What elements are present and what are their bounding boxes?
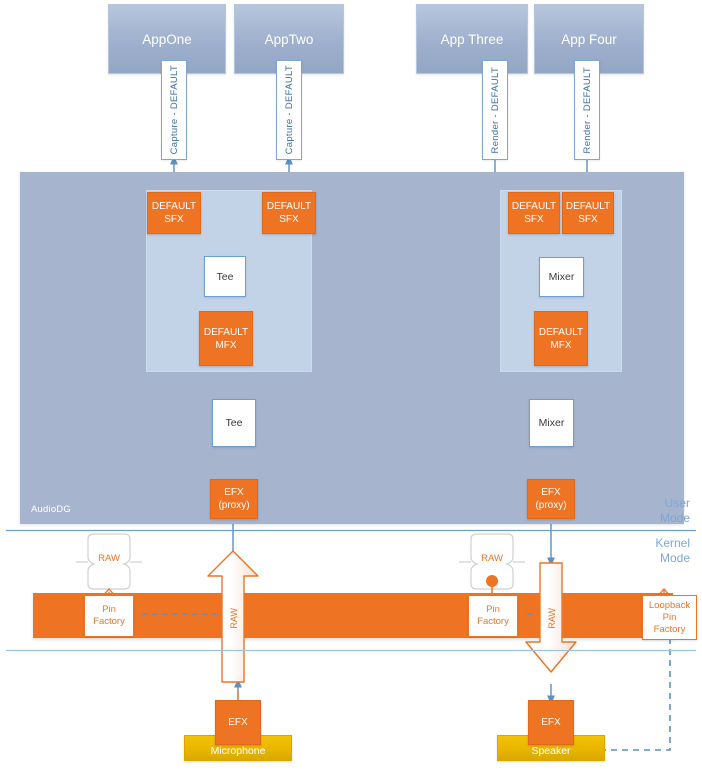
user-mode-line-1: User [664,496,690,510]
render-raw-endpoint-dot [486,575,498,587]
node-label: Mixer [538,417,565,429]
capture-default-sfx-right[interactable]: DEFAULT SFX [262,192,316,234]
pin-strip-label: Capture - DEFAULT [168,65,180,155]
fx-line-2: SFX [524,214,544,225]
loopback-line-2: Pin [662,611,677,623]
fx-line-1: DEFAULT [538,326,584,338]
fx-line-2: SFX [279,214,299,225]
kernel-mode-label: Kernel Mode [614,536,690,566]
pin-factory-line-1: Pin [102,604,116,615]
capture-tee-lower[interactable]: Tee [212,399,256,447]
fx-line-2: SFX [578,214,598,225]
pin-factory-line-2: Factory [477,616,509,627]
fx-line-1: DEFAULT [266,201,312,212]
fx-line-1: EFX [541,717,561,728]
fx-line-1: EFX [228,717,248,728]
render-default-sfx-left[interactable]: DEFAULT SFX [508,192,560,234]
pin-factory-render[interactable]: Pin Factory [468,595,518,637]
microphone-efx[interactable]: EFX [215,700,261,745]
raw-arrow-render-label-wrap: RAW [544,598,560,638]
user-mode-label: User Mode [614,496,690,526]
raw-node-render-label: RAW [481,553,503,564]
pin-factory-capture[interactable]: Pin Factory [84,595,134,637]
loopback-line-1: Loopback [648,599,691,611]
node-label: Tee [216,270,234,283]
pin-strip-label: Render - DEFAULT [581,66,593,154]
raw-arrow-render-label: RAW [547,607,557,629]
pin-strip-label: Render - DEFAULT [489,66,501,154]
capture-default-mfx[interactable]: DEFAULT MFX [199,311,253,366]
speaker-efx[interactable]: EFX [528,700,574,745]
fx-line-1: EFX [224,487,244,498]
fx-line-2: MFX [215,339,237,351]
raw-node-capture-label: RAW [98,553,120,564]
pin-strip-render-default-2[interactable]: Render - DEFAULT [574,60,600,160]
capture-efx-proxy[interactable]: EFX (proxy) [210,479,258,519]
render-mixer-upper[interactable]: Mixer [539,257,584,297]
user-mode-line-2: Mode [659,511,690,525]
app-label: AppTwo [264,31,314,47]
fx-line-1: DEFAULT [565,201,611,212]
app-box-app-three[interactable]: App Three [416,4,528,74]
render-efx-proxy[interactable]: EFX (proxy) [527,479,575,519]
capture-default-sfx-left[interactable]: DEFAULT SFX [147,192,201,234]
fx-line-2: (proxy) [218,500,250,511]
pin-factory-line-1: Pin [486,604,500,615]
pin-factory-line-2: Factory [93,616,125,627]
pin-strip-render-default-1[interactable]: Render - DEFAULT [482,60,508,160]
app-label: AppOne [142,31,192,47]
render-default-mfx[interactable]: DEFAULT MFX [534,311,588,366]
render-default-sfx-right[interactable]: DEFAULT SFX [562,192,614,234]
fx-line-2: MFX [550,339,572,351]
audiodg-label: AudioDG [31,504,71,515]
fx-line-2: (proxy) [535,500,567,511]
render-mixer-lower[interactable]: Mixer [529,399,574,447]
app-label: App Four [561,31,617,47]
kernel-mode-line-2: Mode [659,551,690,565]
node-label: Mixer [548,271,575,283]
capture-tee-upper[interactable]: Tee [204,256,246,297]
fx-line-1: EFX [541,487,561,498]
fx-line-1: DEFAULT [151,201,197,212]
loopback-line-3: Factory [653,623,686,635]
pin-strip-label: Capture - DEFAULT [283,65,295,155]
device-label: Microphone [210,745,266,757]
app-label: App Three [440,31,504,47]
fx-line-2: SFX [164,214,184,225]
device-label: Speaker [531,745,571,757]
pin-strip-capture-default-1[interactable]: Capture - DEFAULT [161,60,187,160]
raw-arrow-capture-label: RAW [229,607,239,629]
fx-line-1: DEFAULT [203,326,249,338]
kernel-mode-line-1: Kernel [655,536,690,550]
loopback-pin-factory[interactable]: Loopback Pin Factory [642,595,697,640]
raw-arrow-capture-label-wrap: RAW [226,598,242,638]
node-label: Tee [225,417,243,429]
app-box-app-two[interactable]: AppTwo [234,4,344,74]
fx-line-1: DEFAULT [511,201,557,212]
pin-strip-capture-default-2[interactable]: Capture - DEFAULT [276,60,302,160]
